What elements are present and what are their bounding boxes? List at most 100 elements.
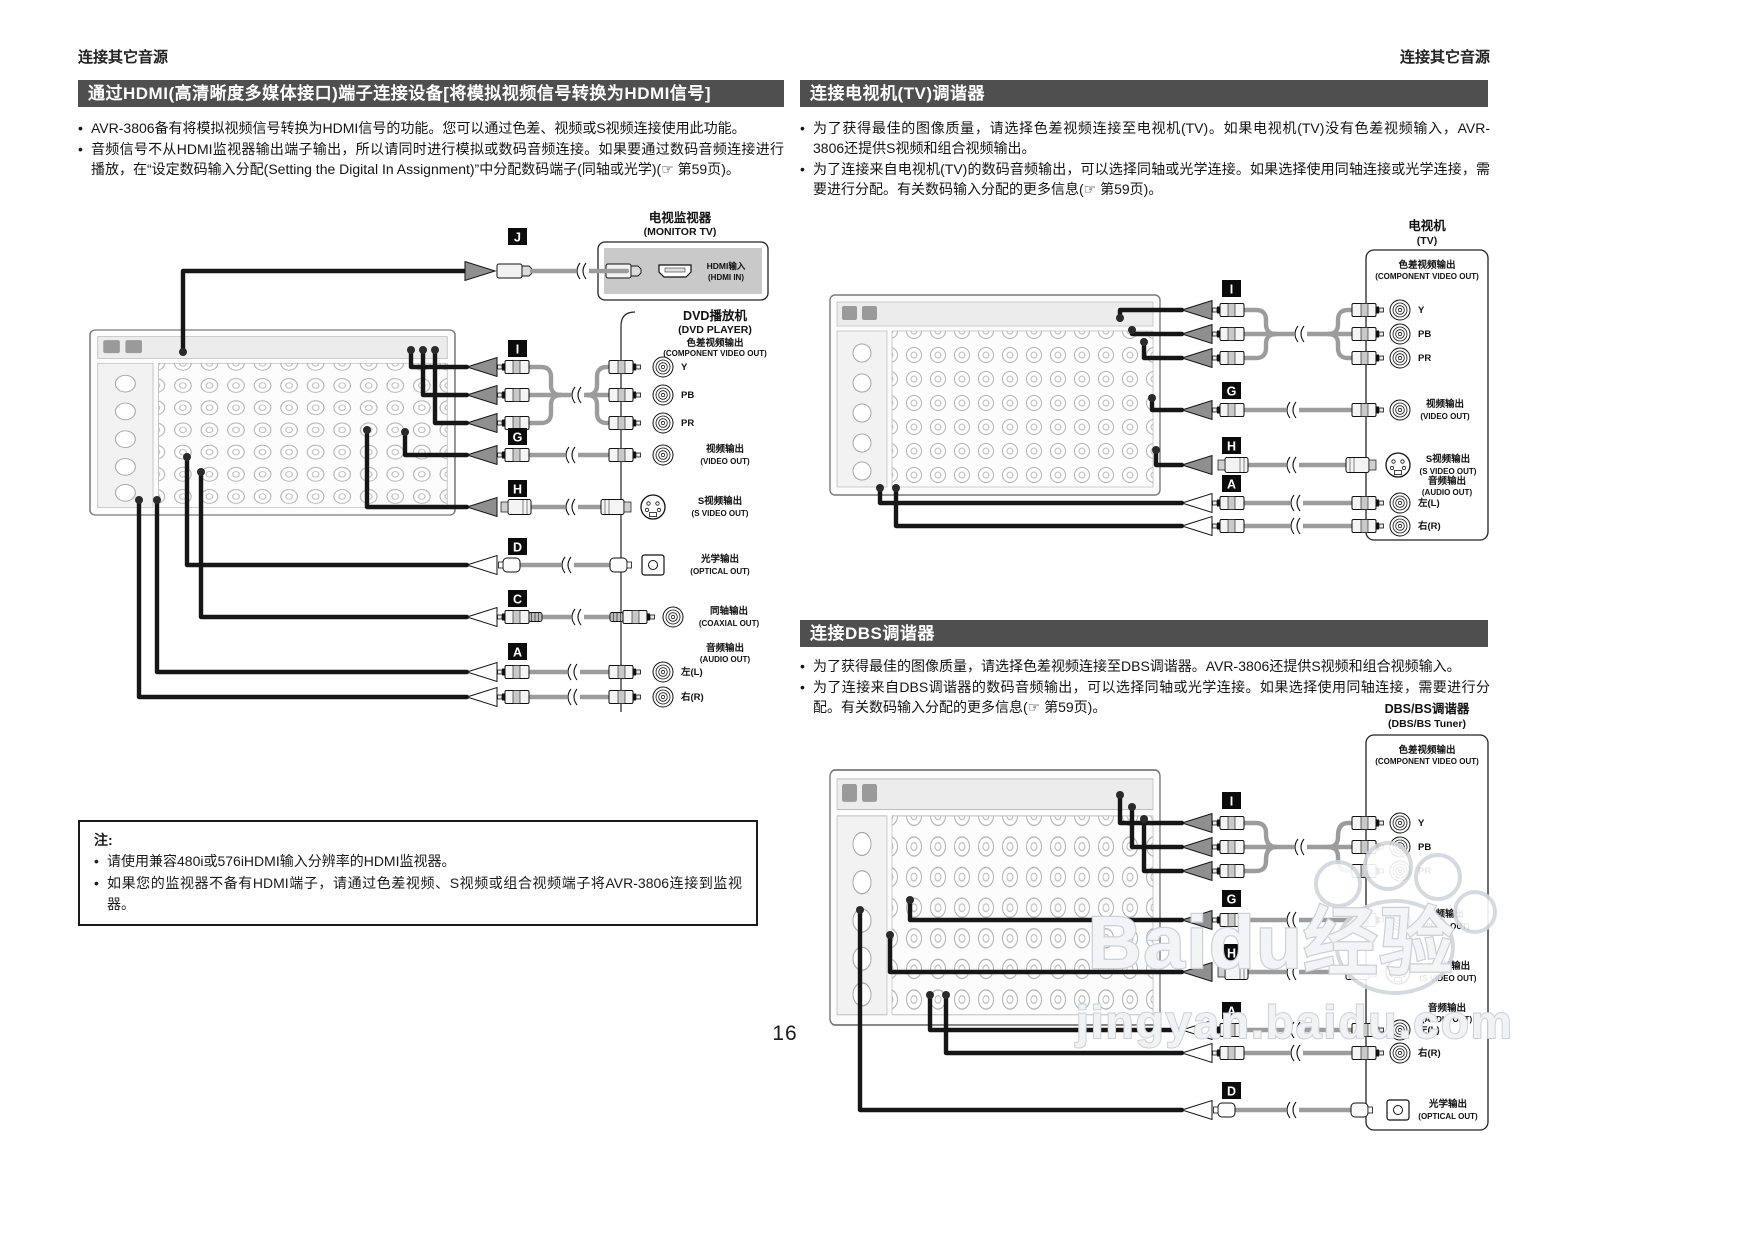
video-out-label-en: (VIDEO OUT): [700, 457, 750, 466]
svg-text:I: I: [1230, 795, 1233, 809]
cable-break-icon: [1289, 516, 1304, 536]
badge-j: J: [508, 228, 527, 245]
dbs-bullet-1: 为了获得最佳的图像质量，请选择色差视频连接至DBS调谐器。AVR-3806还提供…: [800, 656, 1490, 676]
receiver-rear-panel: [829, 294, 1161, 496]
svideo-plug-icon: [1217, 457, 1249, 473]
dbs-title-en: (DBS/BS Tuner): [1388, 718, 1466, 730]
rca-jack-icon: [1389, 812, 1411, 834]
coaxial-plug-icon: [610, 611, 655, 624]
jack-pr-label: PR: [681, 418, 694, 429]
badge-i: I: [1222, 792, 1241, 809]
optical-out-label-en: (OPTICAL OUT): [1418, 1112, 1478, 1121]
receiver-cables: [856, 791, 1185, 1113]
svideo-out-label-en: (S VIDEO OUT): [692, 509, 749, 518]
note-bullet-2: 如果您的监视器不备有HDMI端子，请通过色差视频、S视频或组合视频端子将AVR-…: [94, 873, 742, 915]
rca-plug-icon: [1212, 519, 1245, 533]
svg-text:H: H: [513, 483, 522, 497]
tv-title-en: (TV): [1417, 235, 1437, 247]
rca-plug-icon: [497, 416, 530, 430]
rca-plug-icon: [1212, 327, 1245, 341]
arrow-left-icon: [466, 445, 498, 465]
note-title: 注:: [94, 832, 113, 848]
cable-break-icon: [1285, 1100, 1300, 1120]
optical-jack-icon: [641, 554, 665, 576]
badge-g: G: [508, 428, 527, 445]
badge-a: A: [508, 643, 527, 660]
svg-text:H: H: [1227, 947, 1236, 961]
row-optical-d: D 光学输出 (OPTICAL OUT): [1181, 1082, 1478, 1121]
rca-jack-icon: [652, 661, 674, 683]
svg-text:D: D: [1227, 1085, 1236, 1099]
optical-plug-icon: [609, 557, 632, 573]
arrow-left-icon: [466, 607, 498, 627]
row-audio-a: 音频输出 (AUDIO OUT) A 左(L) 右(R): [466, 642, 750, 708]
tv-bullet-2: 为了连接来自电视机(TV)的数码音频输出，可以选择同轴或光学连接。如果选择使用同…: [800, 159, 1490, 199]
svideo-out-label-en: (S VIDEO OUT): [1420, 467, 1477, 476]
cable-break-icon: [564, 445, 579, 465]
paw-print-icon: [1314, 841, 1497, 995]
monitor-tv-box: 电视监视器 (MONITOR TV) HDMI输入 (HDMI IN): [597, 210, 769, 301]
rca-plug-icon: [497, 360, 530, 374]
svg-text:I: I: [1230, 283, 1233, 297]
hdmi-section-text: AVR-3806备有将模拟视频信号转换为HDMI信号的功能。您可以通过色差、视频…: [78, 118, 784, 180]
audio-out-label-cn: 音频输出: [1428, 475, 1466, 487]
row-svideo-h: H S视频输出 (S VIDEO OUT): [466, 480, 749, 520]
arrow-right-icon: [464, 261, 496, 281]
video-out-label-cn: 视频输出: [1426, 398, 1464, 410]
monitor-title-cn: 电视监视器: [649, 210, 712, 225]
audio-right-label: 右(R): [680, 691, 704, 703]
dvd-title-en: (DVD PLAYER): [678, 324, 752, 336]
dbs-title-cn: DBS/BS调谐器: [1385, 701, 1470, 716]
optical-plug-icon: [1213, 1102, 1236, 1118]
optical-out-label-cn: 光学输出: [1428, 1098, 1467, 1110]
hdmi-bullet-1: AVR-3806备有将模拟视频信号转换为HDMI信号的功能。您可以通过色差、视频…: [78, 118, 784, 138]
rca-jack-icon: [1389, 347, 1411, 369]
arrow-left-icon: [466, 385, 498, 405]
rca-plug-icon: [1212, 496, 1245, 510]
rca-jack-icon: [652, 412, 674, 434]
rca-plug-icon: [497, 690, 530, 704]
jack-y-label: Y: [1418, 818, 1425, 829]
rca-plug-icon: [1212, 816, 1245, 830]
video-out-label-cn: 视频输出: [706, 443, 744, 455]
coaxial-plug-icon: [498, 611, 543, 624]
arrow-left-icon: [466, 555, 498, 575]
hdmi-bullet-2: 音频信号不从HDMI监视器输出端子输出，所以请同时进行模拟或数码音频连接。如果要…: [78, 139, 784, 179]
badge-a: A: [1222, 475, 1241, 492]
audio-left-label: 左(L): [1417, 1024, 1440, 1036]
cable-break-icon: [570, 385, 585, 405]
running-head-left: 连接其它音源: [78, 49, 169, 66]
arrow-left-icon: [1181, 455, 1213, 475]
badge-d: D: [508, 538, 527, 555]
hdmi-port-icon: [658, 264, 692, 278]
rca-plug-icon: [608, 416, 641, 430]
rca-jack-icon: [1389, 515, 1411, 537]
row-video-g: G 视频输出 (VIDEO OUT): [1181, 382, 1470, 421]
tv-connection-diagram: 电视机 (TV) 色差视频输出 (COMPONENT VIDEO OUT) I …: [829, 218, 1489, 541]
rca-jack-icon: [652, 444, 674, 466]
receiver-cables: [876, 307, 1185, 529]
arrow-left-icon: [1181, 1100, 1213, 1120]
tv-section-title: 连接电视机(TV)调谐器: [800, 80, 1488, 107]
svg-text:G: G: [513, 431, 523, 445]
rca-jack-icon: [1389, 399, 1411, 421]
row-svideo-h: H S视频输出 (S VIDEO OUT): [1181, 437, 1477, 478]
hdmi-connection-diagram: 电视监视器 (MONITOR TV) HDMI输入 (HDMI IN) J DV…: [89, 210, 769, 712]
row-audio-a: 音频输出 (AUDIO OUT) A 左(L) 右(R): [1181, 475, 1472, 537]
cable-break-icon: [1285, 455, 1300, 475]
audio-right-label: 右(R): [1417, 1047, 1441, 1059]
cable-break-icon: [1285, 400, 1300, 420]
badge-a: A: [1222, 1002, 1241, 1019]
arrow-left-icon: [466, 497, 498, 517]
svideo-plug-icon: [1345, 457, 1377, 473]
optical-plug-icon: [498, 557, 521, 573]
arrow-left-icon: [1181, 493, 1213, 513]
rca-jack-icon: [652, 384, 674, 406]
row-audio-a: 音频输出 (AUDIO OUT) A 左(L) 右(R): [1181, 1002, 1472, 1064]
rca-jack-icon: [1389, 299, 1411, 321]
svideo-jack-icon: [640, 494, 666, 520]
video-out-label-en: (VIDEO OUT): [1420, 412, 1470, 421]
arrow-left-icon: [1181, 324, 1213, 344]
watermark-title: Baidu经验: [1088, 901, 1456, 984]
